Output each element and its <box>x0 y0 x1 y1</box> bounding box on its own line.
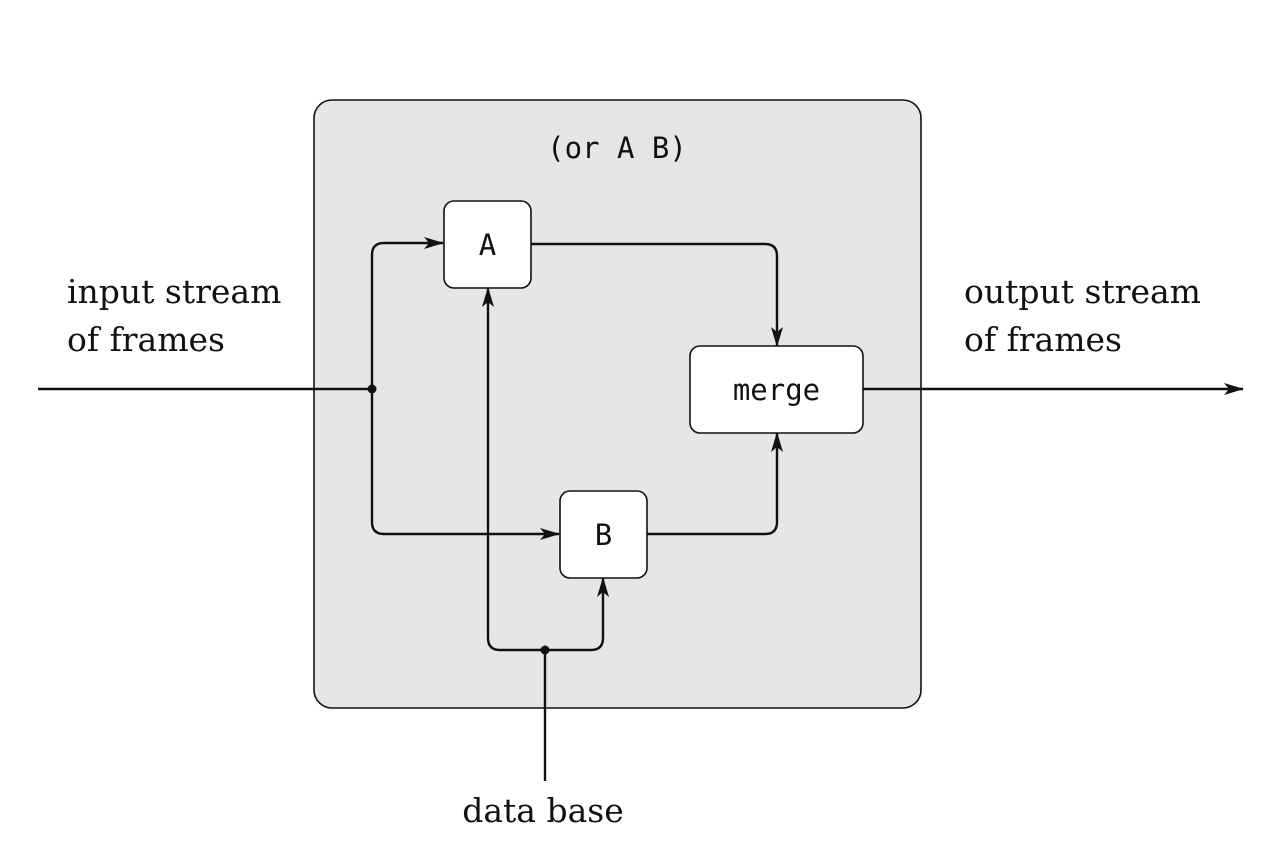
database-to-b-arrow <box>545 577 609 652</box>
database-label: data base <box>462 791 624 830</box>
input-to-a-arrow <box>370 237 444 389</box>
database-to-a-arrow <box>482 287 545 652</box>
container-title: (or A B) <box>547 131 687 165</box>
a-to-merge-arrow <box>531 242 783 347</box>
node-b: B <box>559 490 648 579</box>
input-label-line2: of frames <box>67 320 225 359</box>
output-label-line1: output stream <box>964 272 1201 311</box>
node-b-label: B <box>595 518 612 552</box>
output-label-line2: of frames <box>964 320 1122 359</box>
node-merge-label: merge <box>733 373 820 407</box>
node-a: A <box>443 200 532 289</box>
node-merge: merge <box>689 345 864 434</box>
b-to-merge-arrow <box>647 432 783 536</box>
input-label-line1: input stream <box>67 272 281 311</box>
input-to-b-arrow <box>370 389 560 540</box>
node-a-label: A <box>479 228 496 262</box>
